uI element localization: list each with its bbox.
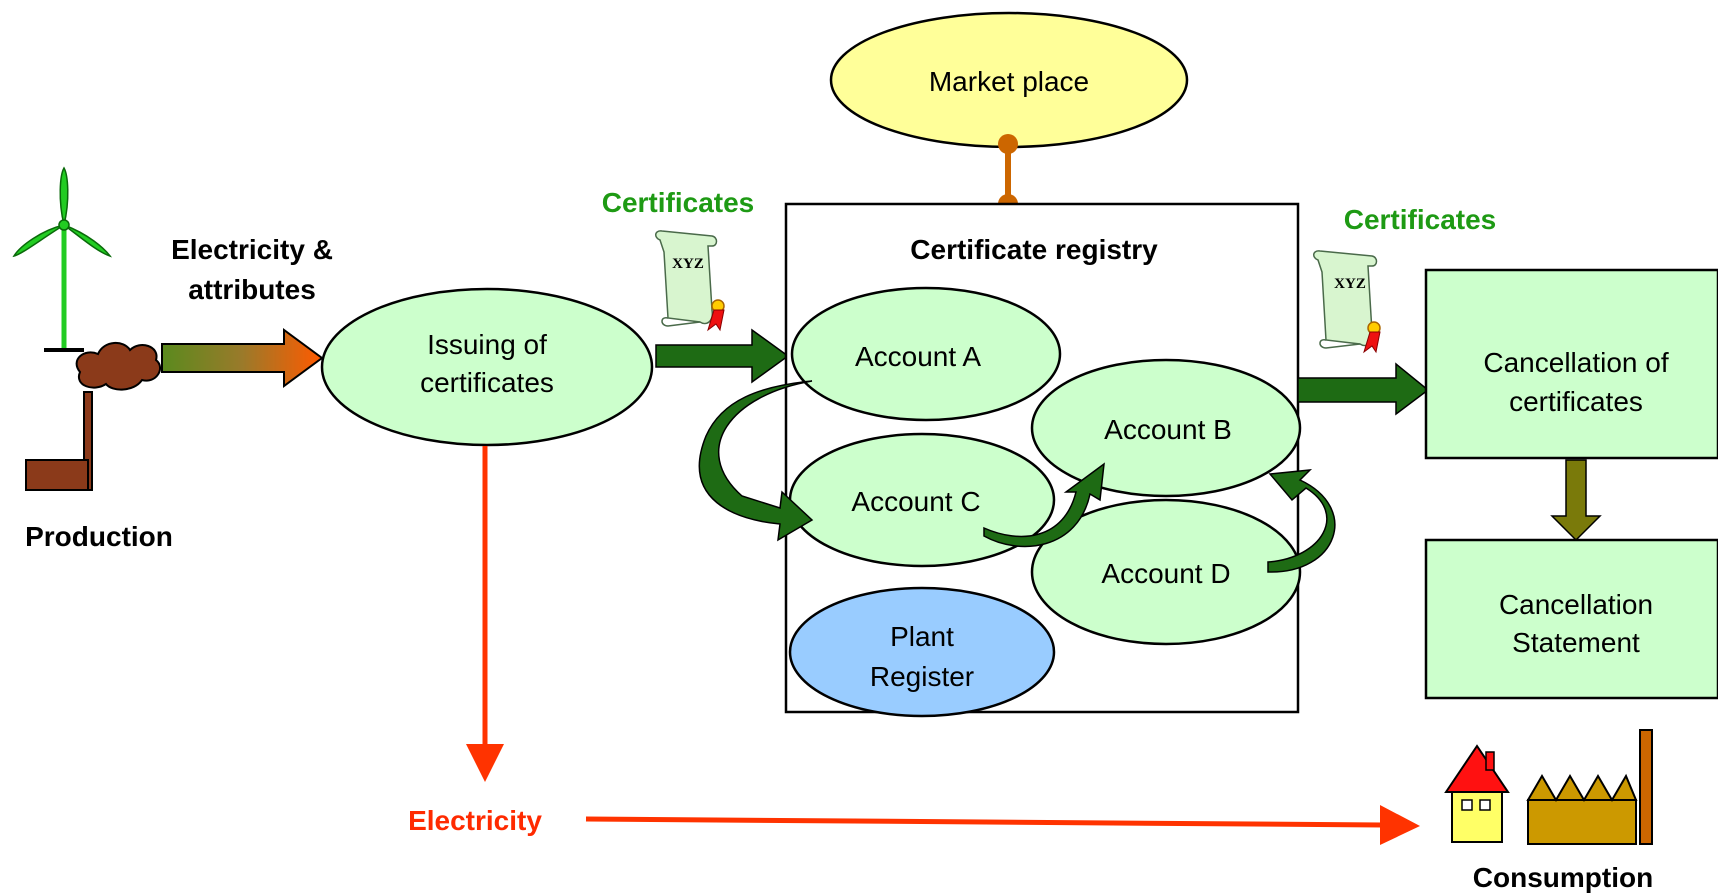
factory-icon: [1526, 729, 1653, 845]
certificate-scroll-text-left: XYZ: [672, 256, 704, 272]
account-b-label: Account B: [1104, 414, 1232, 445]
issuing-ellipse: [320, 287, 654, 447]
curved-arrow-a-to-c: [698, 380, 814, 542]
plant-register-label-line1: Plant: [890, 621, 954, 652]
certificates-arrow-right: [1297, 362, 1430, 416]
account-b-ellipse: [1030, 358, 1302, 498]
certificate-scroll-text-right: XYZ: [1334, 276, 1366, 292]
certificate-scroll-icon-left: XYZ: [655, 230, 725, 332]
statement-label-line2: Statement: [1512, 627, 1640, 658]
electricity-horizontal-line: [585, 816, 1383, 828]
certificate-scroll-icon-right: XYZ: [1313, 250, 1381, 354]
plant-register-label-line2: Register: [870, 661, 974, 692]
electricity-down-arrowhead: [466, 744, 504, 782]
certificates-arrow-left: [655, 328, 790, 384]
plant-register-ellipse: [788, 586, 1056, 718]
account-a-label: Account A: [855, 341, 981, 372]
statement-label-line1: Cancellation: [1499, 589, 1653, 620]
wind-turbine-icon: [12, 166, 113, 352]
production-label: Production: [25, 521, 173, 552]
curved-arrow-d-to-b: [1267, 469, 1336, 573]
cancellation-statement-box: [1424, 538, 1718, 700]
certificates-right-label: Certificates: [1344, 204, 1497, 235]
certificates-left-label: Certificates: [602, 187, 755, 218]
curved-arrow-c-to-b: [983, 462, 1105, 548]
cancellation-label-line1: Cancellation of: [1483, 347, 1668, 378]
electricity-horizontal-arrowhead: [1380, 805, 1420, 845]
account-c-label: Account C: [851, 486, 980, 517]
electricity-attributes-arrow: [161, 328, 324, 388]
electricity-attributes-label-line1: Electricity &: [171, 234, 333, 265]
factory-smoke-icon: [25, 342, 161, 491]
issuing-label-line1: Issuing of: [427, 329, 547, 360]
account-d-label: Account D: [1101, 558, 1230, 589]
certificate-registry-title: Certificate registry: [910, 234, 1158, 265]
cancellation-label-line2: certificates: [1509, 386, 1643, 417]
market-place-label: Market place: [929, 66, 1089, 97]
issuing-label-line2: certificates: [420, 367, 554, 398]
house-icon: [1444, 744, 1510, 843]
cancellation-box: [1424, 268, 1718, 460]
account-d-ellipse: [1030, 498, 1302, 646]
consumption-label: Consumption: [1473, 862, 1653, 893]
electricity-label: Electricity: [408, 805, 542, 836]
account-a-ellipse: [790, 286, 1062, 422]
electricity-attributes-label-line2: attributes: [188, 274, 316, 305]
market-registry-connector: [998, 134, 1018, 214]
cancellation-down-arrow: [1550, 459, 1602, 542]
